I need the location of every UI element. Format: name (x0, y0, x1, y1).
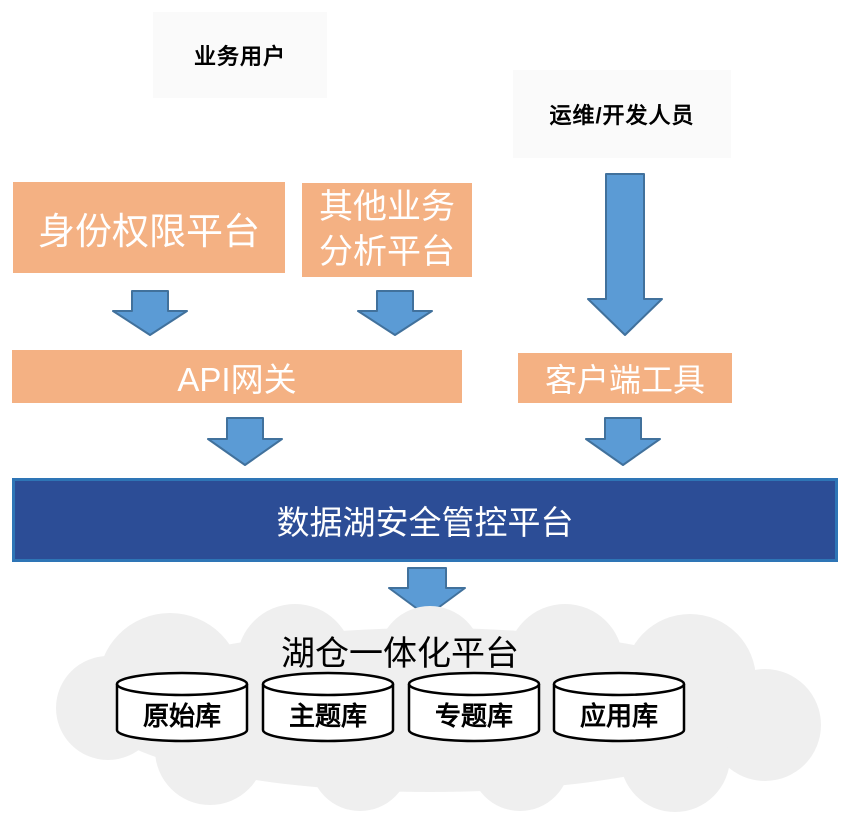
ops-dev-label: 运维/开发人员 (513, 70, 731, 158)
database-label: 专题库 (434, 701, 513, 731)
other-analysis-platform-box: 其他业务分析平台 (302, 183, 472, 277)
cylinder-icon (261, 671, 395, 743)
database-label: 原始库 (142, 701, 221, 731)
other-analysis-platform-label: 其他业务分析平台 (319, 188, 455, 271)
down-arrow-icon (207, 417, 283, 466)
database-cylinder: 原始库 (114, 671, 250, 743)
security-platform-bar: 数据湖安全管控平台 (12, 478, 838, 562)
api-gateway-box: API网关 (12, 350, 462, 403)
business-user-label: 业务用户 (153, 12, 327, 98)
down-arrow-icon (112, 290, 188, 336)
cylinder-icon (115, 671, 249, 743)
database-cylinder: 专题库 (406, 671, 542, 743)
database-cylinder: 主题库 (260, 671, 396, 743)
lakehouse-title: 湖仓一体化平台 (281, 635, 519, 673)
down-arrow-icon (587, 173, 663, 336)
database-label: 主题库 (288, 701, 367, 731)
down-arrow-icon (585, 417, 661, 466)
cylinder-icon (552, 671, 686, 743)
down-arrow-icon (357, 290, 433, 336)
down-arrow-icon (388, 567, 466, 617)
database-label: 应用库 (579, 701, 658, 731)
cylinder-icon (407, 671, 541, 743)
client-tools-box: 客户端工具 (518, 353, 732, 403)
identity-platform-box: 身份权限平台 (13, 182, 285, 273)
database-cylinder: 应用库 (551, 671, 687, 743)
